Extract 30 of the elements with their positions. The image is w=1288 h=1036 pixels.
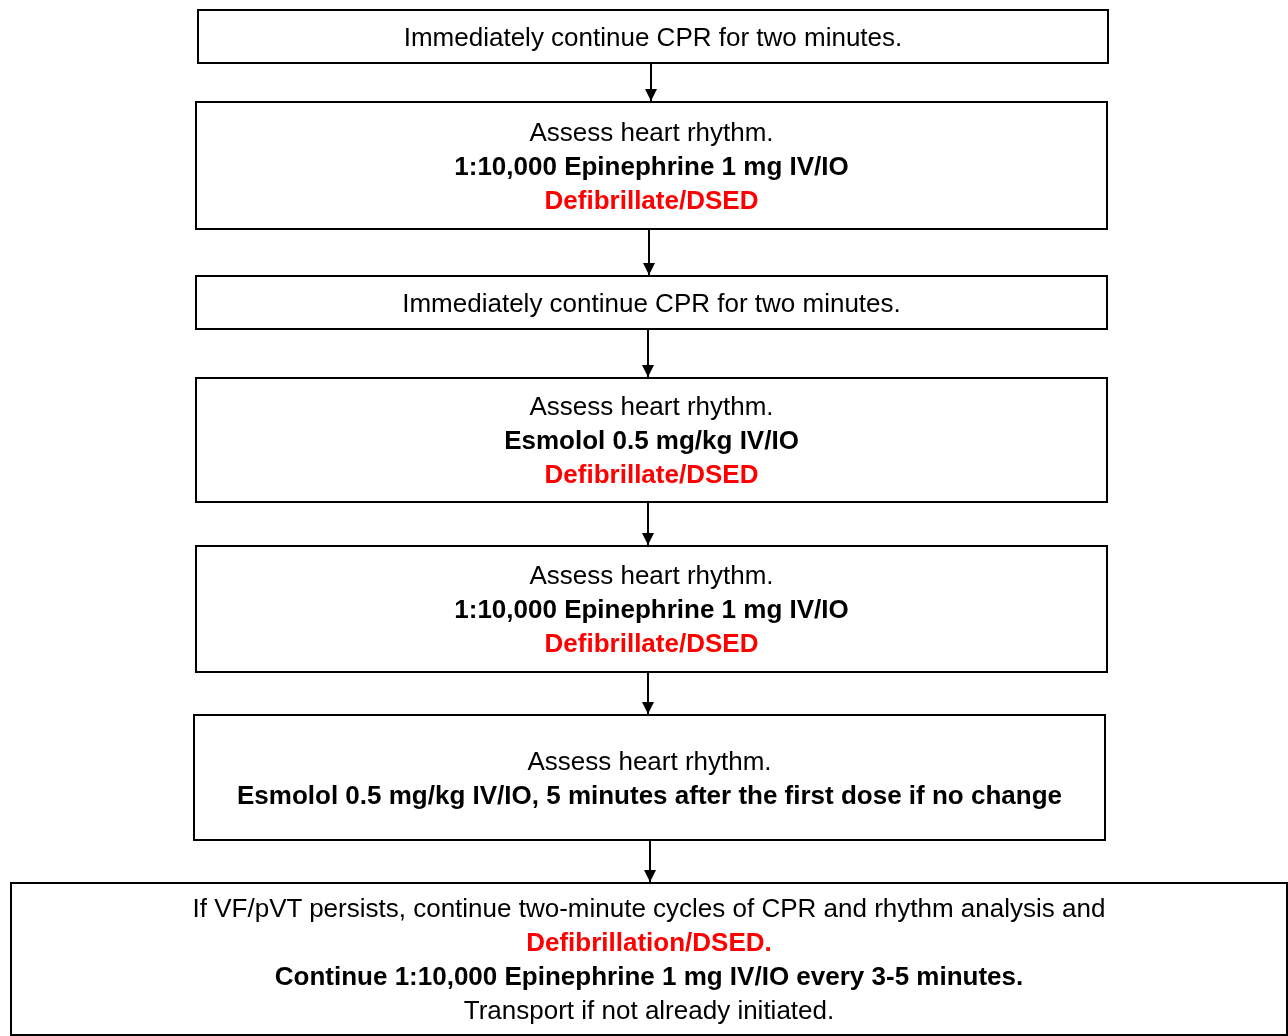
step-text: Assess heart rhythm. bbox=[529, 115, 774, 149]
arrow bbox=[642, 672, 654, 715]
drug-instruction: Esmolol 0.5 mg/kg IV/IO bbox=[504, 424, 799, 457]
process-box bbox=[10, 882, 1288, 1036]
defibrillation-note: Defibrillate/DSED bbox=[544, 183, 759, 217]
step-text: Transport if not already initiated. bbox=[463, 994, 835, 1027]
process-box bbox=[197, 9, 1109, 64]
drug-instruction: 1:10,000 Epinephrine 1 mg IV/IO bbox=[454, 149, 849, 183]
process-box bbox=[195, 377, 1108, 503]
arrow bbox=[642, 502, 654, 546]
step-text: If VF/pVT persists, continue two-minute cycles of CPR and rhythm analysis and bbox=[192, 892, 1106, 925]
defibrillation-note: Defibrillate/DSED bbox=[544, 627, 759, 660]
arrow bbox=[643, 229, 655, 276]
step-text: Assess heart rhythm. bbox=[529, 559, 774, 592]
arrow bbox=[644, 840, 656, 883]
step-text: Assess heart rhythm. bbox=[527, 744, 772, 778]
arrow bbox=[642, 329, 654, 378]
step-text: Immediately continue CPR for two minutes. bbox=[402, 286, 901, 320]
defibrillation-note: Defibrillation/DSED. bbox=[526, 926, 772, 959]
arrow bbox=[645, 63, 657, 102]
process-box bbox=[195, 101, 1108, 230]
drug-instruction: 1:10,000 Epinephrine 1 mg IV/IO bbox=[454, 593, 849, 626]
process-box bbox=[195, 275, 1108, 330]
process-box bbox=[193, 714, 1106, 841]
defibrillation-note: Defibrillate/DSED bbox=[544, 458, 759, 491]
step-text: Assess heart rhythm. bbox=[529, 390, 774, 423]
drug-instruction: Continue 1:10,000 Epinephrine 1 mg IV/IO every 3-5 minutes. bbox=[274, 960, 1024, 993]
step-text: Immediately continue CPR for two minutes. bbox=[403, 20, 903, 54]
drug-instruction: Esmolol 0.5 mg/kg IV/IO, 5 minutes after the first dose if no change bbox=[237, 778, 1062, 812]
process-box bbox=[195, 545, 1108, 673]
